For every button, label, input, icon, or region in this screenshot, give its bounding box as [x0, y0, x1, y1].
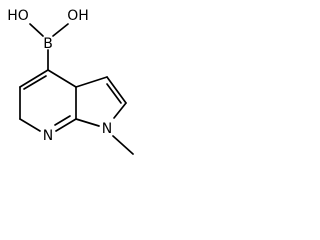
- bond-c3-c2-inner: [106, 83, 122, 104]
- atom-label-oh: OH: [67, 8, 89, 24]
- atom-label-boron: B: [43, 36, 53, 52]
- bond-c3a-c4: [47, 69, 77, 88]
- bond-n7-c7a-inner: [54, 115, 71, 126]
- bond-c6-n7: [19, 118, 41, 132]
- bond-n1-c7a: [75, 118, 100, 127]
- bond-c3-c2: [106, 76, 127, 104]
- bond-lines: [19, 23, 134, 155]
- atom-label-nitrogen-pyrrole: N: [102, 121, 112, 137]
- bond-b-oh: [52, 23, 69, 37]
- atom-label-nitrogen-pyridine: N: [43, 128, 53, 144]
- bond-ho-b: [29, 23, 44, 37]
- bond-n7-c7a: [55, 118, 77, 132]
- bond-n1-methyl: [112, 135, 134, 155]
- atom-label-ho: HO: [7, 8, 29, 24]
- bond-c4-c5-inner: [23, 75, 47, 90]
- bond-c3a-c3: [75, 76, 108, 88]
- molecule-structure: HO OH B N N: [7, 8, 134, 155]
- bond-c2-n1: [113, 102, 127, 119]
- bond-c4-c5: [19, 69, 49, 88]
- atom-labels: HO OH B N N: [7, 8, 112, 144]
